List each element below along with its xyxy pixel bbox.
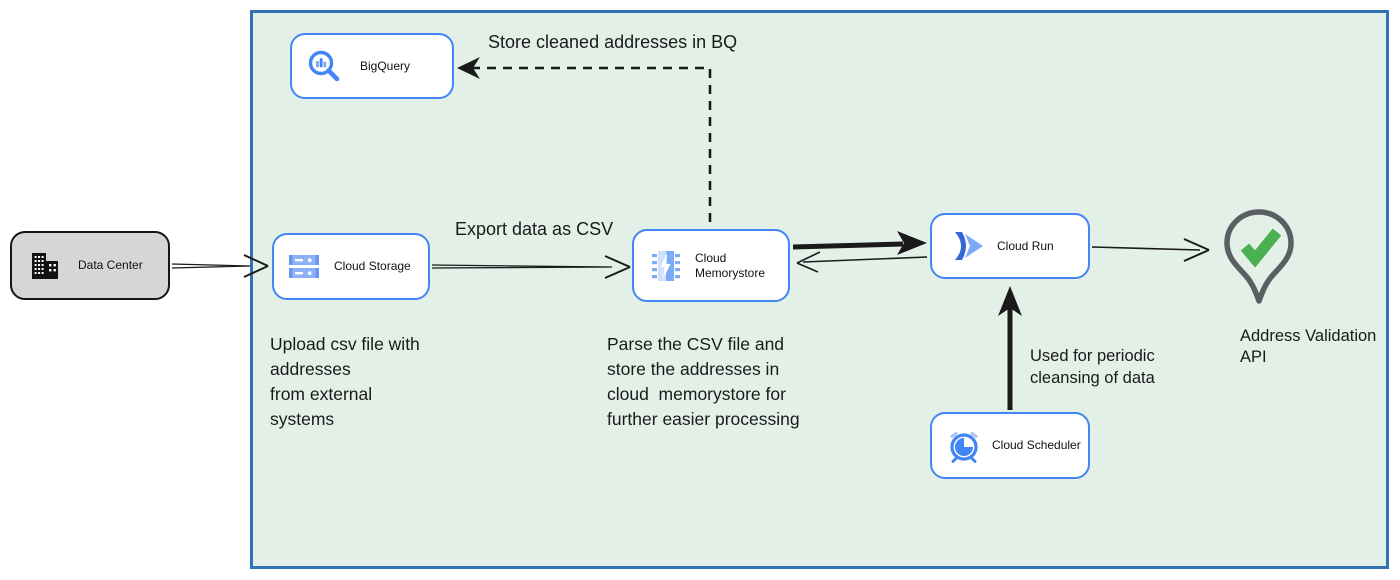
node-cloud-memorystore[interactable]: Cloud Memorystore	[632, 229, 790, 302]
cloud-run-icon	[949, 231, 985, 261]
node-label: Data Center	[78, 258, 143, 272]
edge-label-periodic-cleansing: Used for periodic cleansing of data	[1030, 347, 1155, 387]
node-cloud-storage[interactable]: Cloud Storage	[272, 233, 430, 300]
memorystore-chip-icon	[648, 249, 684, 283]
bigquery-icon	[306, 48, 342, 84]
note-upload-csv: Upload csv file with addresses from exte…	[270, 334, 420, 429]
map-pin-check-icon[interactable]	[1220, 206, 1298, 335]
note-parse-csv: Parse the CSV file and store the address…	[607, 334, 800, 429]
node-bigquery[interactable]: BigQuery	[290, 33, 454, 99]
address-validation-api-label: Address Validation API	[1240, 327, 1377, 366]
node-label: BigQuery	[360, 58, 411, 73]
alarm-clock-icon	[945, 428, 983, 464]
gcp-boundary	[250, 10, 1389, 569]
node-label: Cloud Storage	[334, 259, 411, 273]
cloud-storage-icon	[288, 253, 320, 281]
edge-label-store-cleaned-bq: Store cleaned addresses in BQ	[488, 32, 738, 52]
edge-label-export-csv: Export data as CSV	[455, 219, 614, 239]
node-data-center[interactable]: Data Center	[10, 231, 170, 300]
node-label: Cloud Scheduler	[992, 438, 1081, 452]
node-cloud-scheduler[interactable]: Cloud Scheduler	[930, 412, 1090, 479]
building-icon	[30, 251, 62, 281]
node-label: Cloud Run	[997, 238, 1054, 253]
node-cloud-run[interactable]: Cloud Run	[930, 213, 1090, 279]
node-label: Cloud Memorystore	[695, 250, 766, 280]
